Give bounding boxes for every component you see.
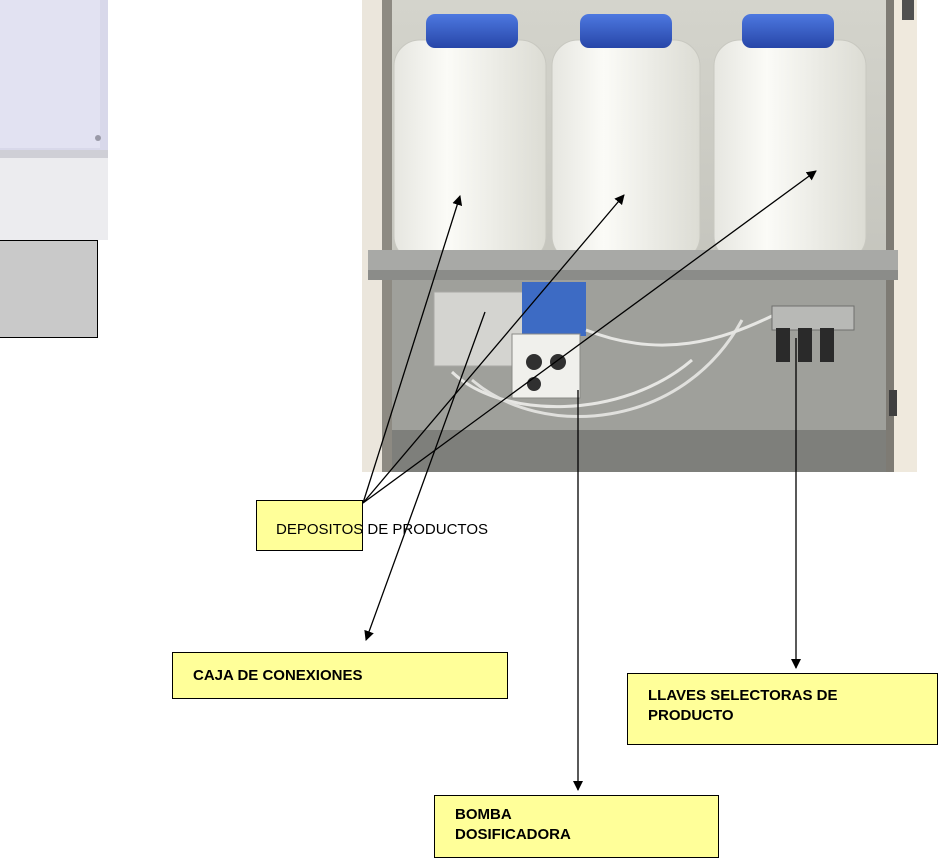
label-depositos-text: DEPOSITOS DE PRODUCTOS [276, 521, 488, 538]
label-caja-text: CAJA DE CONEXIONES [193, 667, 363, 684]
label-depositos-de-productos: DEPOSITOS DE PRODUCTOS [256, 500, 488, 551]
arrow-to-container-1 [362, 195, 463, 504]
label-llaves-line2: PRODUCTO [648, 707, 734, 724]
container-3 [713, 14, 867, 263]
container-2 [551, 14, 701, 263]
label-bomba-line2: DOSIFICADORA [455, 826, 571, 843]
arrow-to-container-3 [362, 170, 817, 504]
left-photo-cabinet [0, 0, 108, 240]
label-caja-de-conexiones: CAJA DE CONEXIONES [172, 652, 508, 699]
label-llaves-selectoras: LLAVES SELECTORAS DE PRODUCTO [627, 673, 938, 745]
container-1 [393, 14, 547, 263]
label-llaves-line1: LLAVES SELECTORAS DE [648, 687, 838, 704]
left-label-box [0, 240, 98, 338]
arrow-to-container-2 [362, 194, 625, 504]
label-bomba-dosificadora: BOMBA DOSIFICADORA [434, 795, 719, 858]
cabinet-photo [362, 0, 917, 472]
arrow-to-caja [364, 311, 486, 641]
label-bomba-line1: BOMBA [455, 806, 512, 823]
